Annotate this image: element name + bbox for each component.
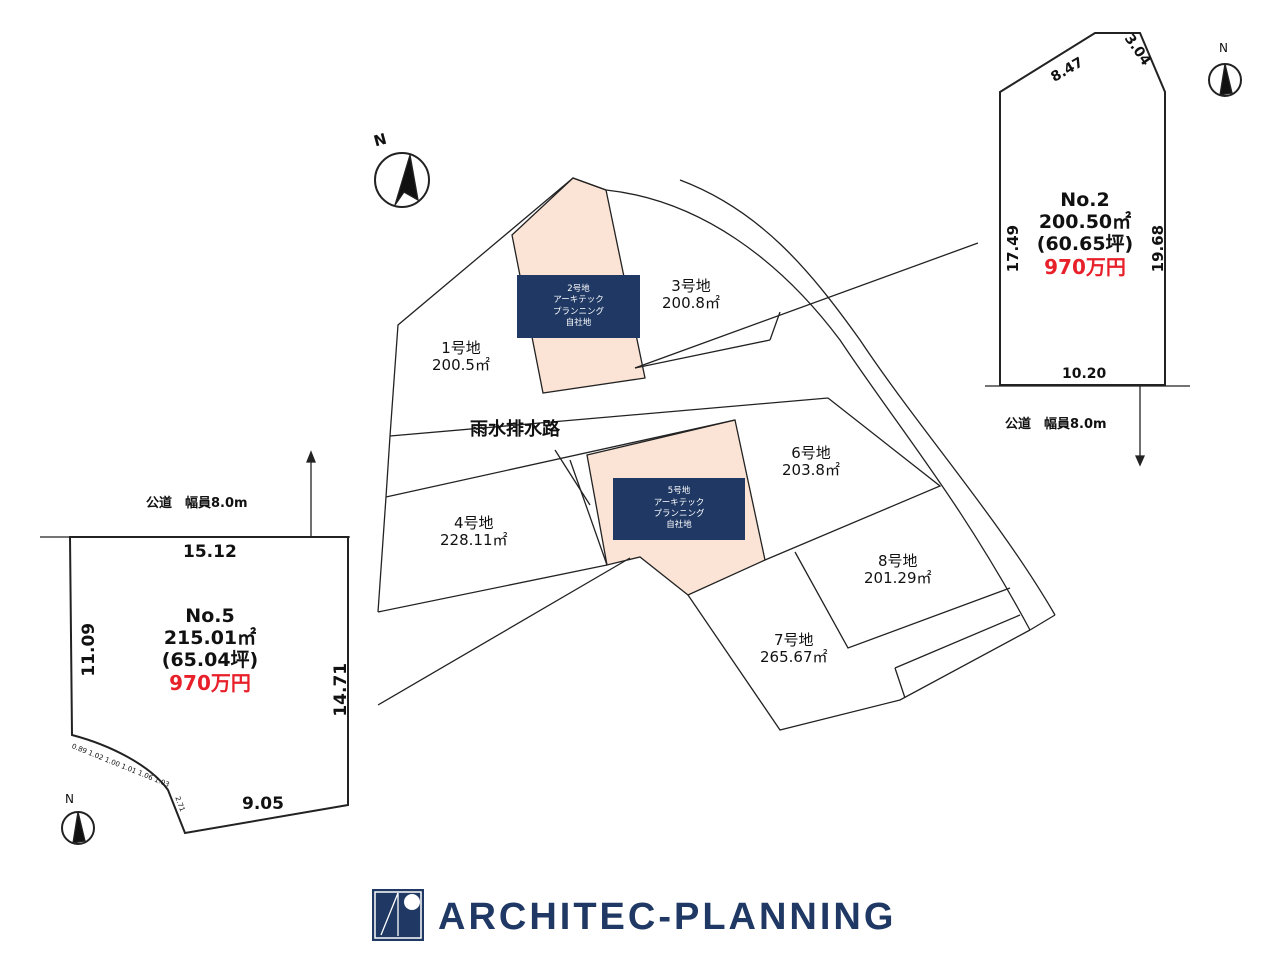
drain-label: 雨水排水路 xyxy=(470,419,560,440)
no5-dim: 15.12 xyxy=(183,542,237,562)
no2-dim: 10.20 xyxy=(1062,366,1107,382)
no2-info: No.2 200.50㎡ (60.65坪) 970万円 xyxy=(1036,189,1134,279)
no2-dim: 17.49 xyxy=(1004,224,1023,273)
no2-dim: 19.68 xyxy=(1149,224,1168,273)
lower-road-line xyxy=(377,557,631,706)
no5-info: No.5 215.01㎡ (65.04坪) 970万円 xyxy=(161,605,259,695)
no5-dim: 9.05 xyxy=(242,794,284,814)
east-road-line-2 xyxy=(679,179,1056,616)
no2-shape xyxy=(999,32,1166,386)
long-guide-line xyxy=(634,242,979,369)
no5-shape xyxy=(68,536,349,835)
no5-dim: 14.71 xyxy=(331,662,352,717)
architec-logo-icon xyxy=(372,889,424,941)
north-compass-icon xyxy=(374,152,430,208)
no5-dim: 11.09 xyxy=(79,622,100,677)
company-logo-text: ARCHITEC-PLANNING xyxy=(438,896,897,938)
compass-label: N xyxy=(1219,41,1228,55)
no2-road-label: 公道 幅員8.0m xyxy=(1005,417,1107,432)
north-compass-icon xyxy=(1208,63,1242,97)
no5-road-label: 公道 幅員8.0m xyxy=(146,496,248,511)
east-road-line-1 xyxy=(605,189,1031,631)
north-compass-icon xyxy=(61,811,95,845)
drain-top-line xyxy=(389,397,829,437)
main-boundary xyxy=(377,177,607,613)
own-lot-5-badge: 5号地アーキテックプランニング自社地 xyxy=(613,478,745,540)
own-lot-2-badge: 2号地アーキテックプランニング自社地 xyxy=(517,275,640,338)
compass-label: N xyxy=(65,792,74,806)
